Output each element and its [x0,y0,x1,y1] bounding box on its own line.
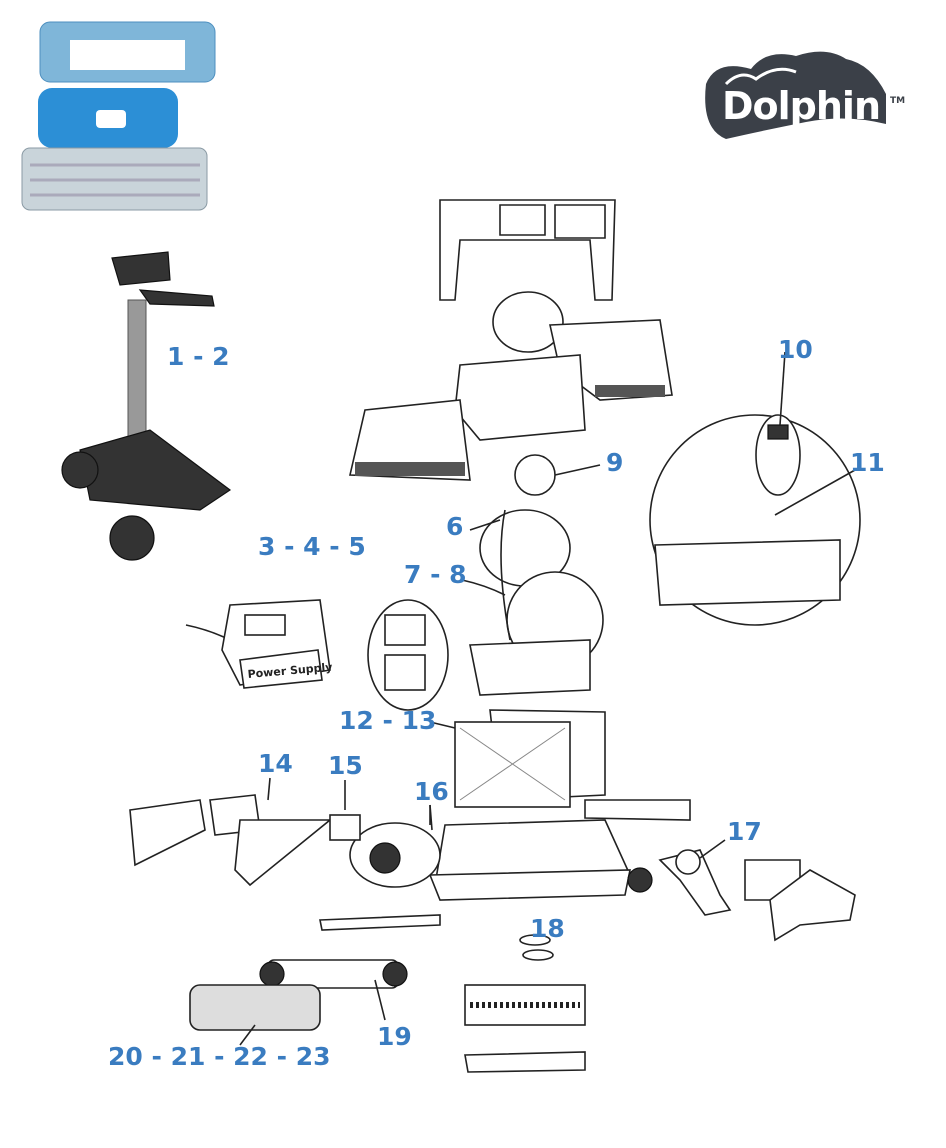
label-12-13: 12 - 13 [339,706,437,735]
label-19: 19 [377,1022,412,1051]
label-3-4-5: 3 - 4 - 5 [258,532,366,561]
logo-trademark: TM [890,96,906,106]
motor-unit-drawing [461,509,604,696]
left-side-drawing [129,777,431,887]
trolley-drawing [61,251,232,561]
motor-detail-drawing [649,351,861,626]
power-supply-drawing: Power Supply [185,599,333,689]
connector-detail-drawing [367,599,449,711]
label-18: 18 [530,914,565,943]
part-9-drawing [514,454,601,496]
label-10: 10 [778,335,813,364]
label-9: 9 [606,448,624,477]
robot-photo [21,21,216,211]
top-cover-drawing [349,319,673,481]
handle-drawing [439,199,616,353]
logo-wordmark: Dolphin [722,84,881,128]
label-16: 16 [414,777,449,806]
label-1-2: 1 - 2 [167,342,230,371]
label-15: 15 [328,751,363,780]
label-11: 11 [850,448,885,477]
right-side-drawing [658,839,856,942]
label-17: 17 [727,817,762,846]
bottom-drawing [189,914,586,1073]
label-6: 6 [446,512,464,541]
label-20-21-22-23: 20 - 21 - 22 - 23 [108,1042,331,1071]
label-7-8: 7 - 8 [404,560,467,589]
body-drawing [349,804,653,901]
dolphin-logo [696,44,906,144]
filter-drawing [429,709,691,821]
label-14: 14 [258,749,293,778]
logo-wave-icon [705,51,886,139]
